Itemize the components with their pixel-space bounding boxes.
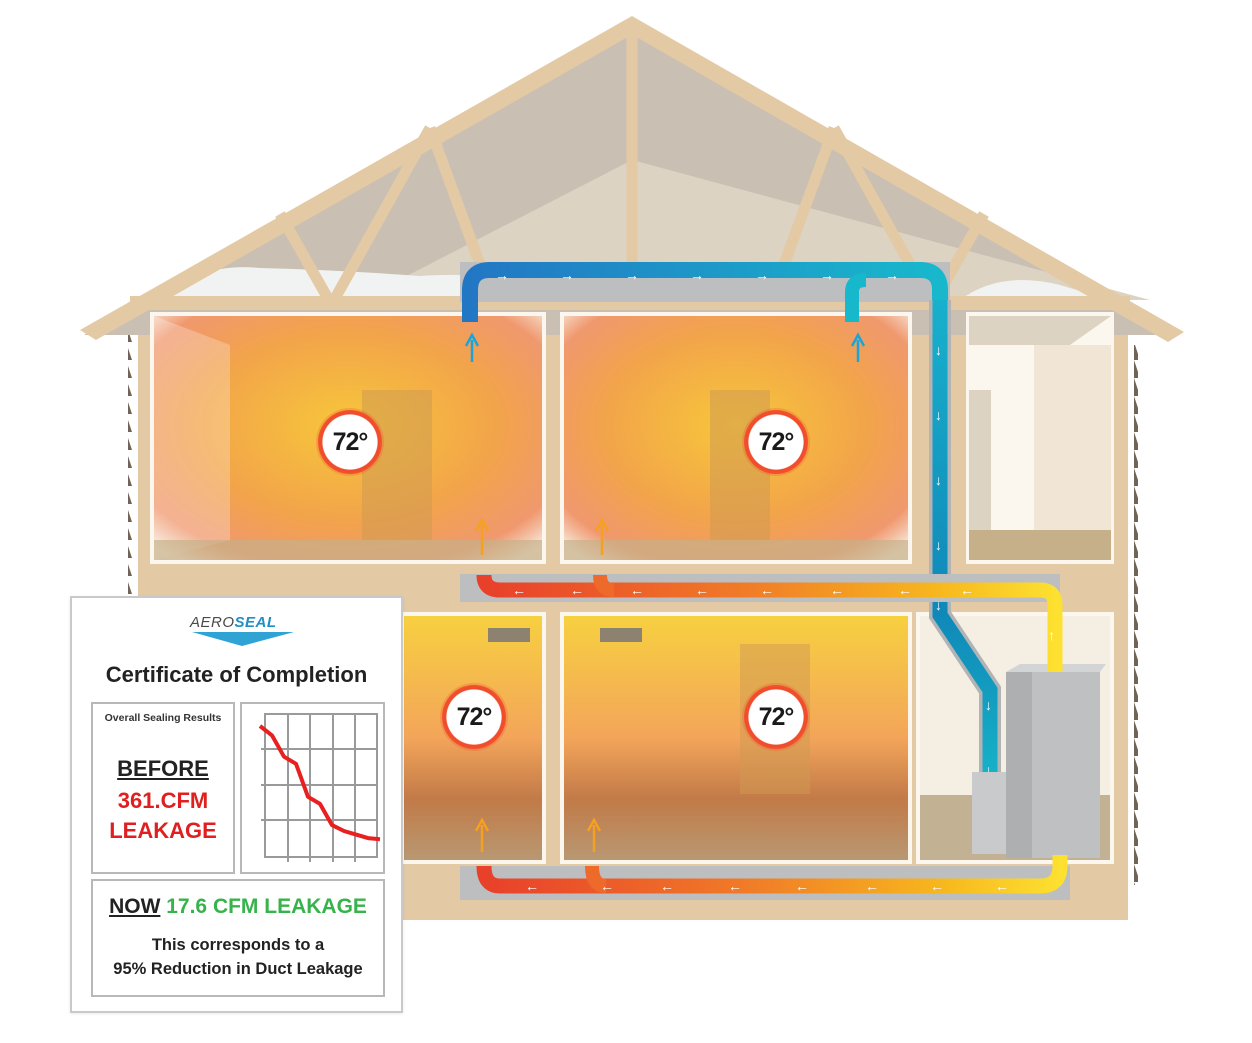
- reduction-summary: This corresponds to a 95% Reduction in D…: [113, 936, 363, 978]
- svg-text:↓: ↓: [935, 342, 942, 358]
- results-label: Overall Sealing Results: [104, 712, 222, 724]
- room-upper-far-right: [966, 312, 1114, 564]
- thermostat-lower-left: 72°: [442, 685, 506, 749]
- leakage-chart-box: [240, 702, 385, 874]
- svg-text:→: →: [625, 267, 639, 283]
- thermostat-upper-right: 72°: [744, 410, 808, 474]
- svg-text:→: →: [495, 267, 509, 283]
- svg-text:←: ←: [695, 582, 709, 598]
- svg-text:→: →: [690, 267, 704, 283]
- leakage-curve: [258, 724, 381, 842]
- svg-text:↑: ↑: [1048, 627, 1055, 643]
- roof-left: [80, 16, 640, 340]
- svg-text:←: ←: [570, 582, 584, 598]
- svg-text:↓: ↓: [935, 472, 942, 488]
- svg-text:←: ←: [512, 582, 526, 598]
- return-duct-upper: → → → → → → →: [460, 262, 950, 620]
- before-label: BEFORE: [117, 756, 209, 781]
- svg-text:←: ←: [728, 878, 742, 894]
- return-intake-arrows: [464, 332, 866, 362]
- leakage-chart: [258, 713, 381, 862]
- before-value: 361.CFM LEAKAGE: [109, 788, 217, 843]
- thermostat-lower-right: 72°: [744, 685, 808, 749]
- svg-text:←: ←: [830, 582, 844, 598]
- now-value: 17.6 CFM LEAKAGE: [166, 895, 367, 918]
- supply-heat-arrows: [474, 517, 610, 852]
- svg-text:→: →: [820, 267, 834, 283]
- logo-swoosh-icon: [192, 632, 294, 646]
- roof-right: [624, 16, 1184, 342]
- svg-text:←: ←: [630, 582, 644, 598]
- svg-text:→: →: [755, 267, 769, 283]
- svg-text:↓: ↓: [985, 697, 992, 713]
- svg-text:←: ←: [760, 582, 774, 598]
- now-result: NOW 17.6 CFM LEAKAGE: [93, 895, 383, 919]
- right-siding: [1128, 345, 1138, 885]
- aeroseal-logo: AEROSEAL: [190, 614, 300, 646]
- svg-text:←: ←: [600, 878, 614, 894]
- before-results-box: Overall Sealing Results BEFORE 361.CFM L…: [91, 702, 235, 874]
- svg-text:←: ←: [525, 878, 539, 894]
- room-upper-right: [560, 312, 912, 564]
- svg-text:↓: ↓: [935, 407, 942, 423]
- svg-text:↓: ↓: [985, 762, 992, 778]
- room-lower-right: [560, 612, 912, 864]
- svg-text:←: ←: [930, 878, 944, 894]
- svg-text:↓: ↓: [935, 597, 942, 613]
- svg-text:←: ←: [660, 878, 674, 894]
- chart-grid: [261, 713, 378, 862]
- certificate-title: Certificate of Completion: [105, 662, 368, 687]
- insulation-right: [960, 280, 1110, 300]
- svg-text:←: ←: [795, 878, 809, 894]
- supply-duct-upper: ← ← ← ← ← ← ← ← ↑: [460, 574, 1063, 672]
- svg-text:←: ←: [960, 582, 974, 598]
- svg-text:←: ←: [995, 878, 1009, 894]
- svg-text:↓: ↓: [935, 537, 942, 553]
- svg-text:←: ←: [898, 582, 912, 598]
- supply-duct-lower: ← ← ← ← ← ← ← ←: [460, 855, 1070, 900]
- now-results-box: NOW 17.6 CFM LEAKAGE This corresponds to…: [91, 879, 385, 997]
- svg-text:←: ←: [865, 878, 879, 894]
- svg-text:→: →: [885, 267, 899, 283]
- thermostat-upper-left: 72°: [318, 410, 382, 474]
- now-label: NOW: [109, 895, 161, 918]
- certificate-of-completion: AEROSEAL Certificate of Completion Overa…: [70, 596, 403, 1013]
- furnace: [972, 664, 1106, 858]
- svg-text:→: →: [560, 267, 574, 283]
